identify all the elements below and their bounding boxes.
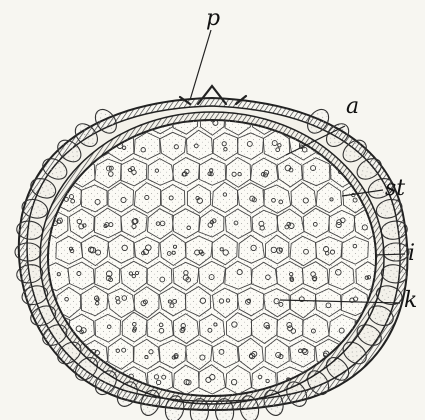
cell-nucleus: [50, 374, 55, 379]
cell-nucleus: [337, 118, 341, 122]
cell-nucleus: [363, 377, 368, 382]
cell-nucleus: [362, 379, 367, 384]
label-p: p: [206, 8, 220, 30]
label-st: st: [385, 178, 405, 200]
cell-nucleus: [363, 116, 367, 120]
cell-nucleus: [363, 121, 366, 124]
cell-nucleus: [77, 118, 81, 122]
testa-cell: [15, 243, 41, 261]
label-i: i: [408, 243, 415, 265]
endosperm-cell: [42, 367, 68, 393]
testa-cell: [383, 243, 409, 261]
cell-nucleus: [84, 115, 88, 119]
cell-nucleus: [369, 377, 373, 381]
cell-nucleus: [57, 119, 61, 123]
label-a: a: [346, 96, 359, 118]
leader-line-p: [190, 30, 211, 100]
label-k: k: [404, 290, 417, 312]
cell-nucleus: [77, 114, 82, 119]
cell-nucleus: [56, 379, 60, 383]
endosperm-cell: [44, 106, 69, 135]
